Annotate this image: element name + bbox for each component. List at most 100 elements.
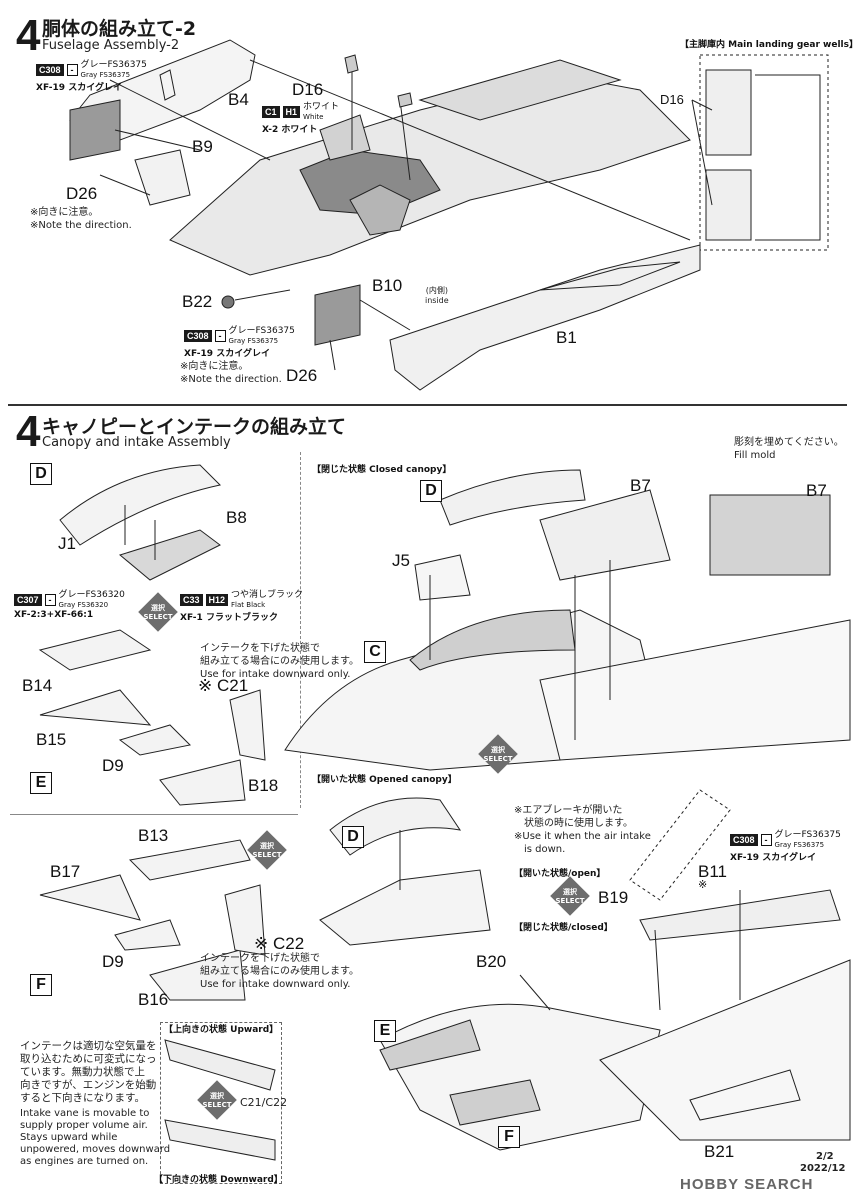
part-label-b13: B13 xyxy=(138,826,169,845)
step-title-en: Fuselage Assembly-2 xyxy=(42,38,180,53)
frame-vane xyxy=(160,1022,282,1184)
part-label-j1: J1 xyxy=(58,534,76,553)
vane-en-line: Intake vane is movable to xyxy=(20,1108,150,1119)
step2-title-en: Canopy and intake Assembly xyxy=(42,435,231,450)
vane-en-line: as engines are turned on. xyxy=(20,1156,149,1167)
select-en: SELECT xyxy=(555,897,585,905)
paint-name: つや消しブラック xyxy=(231,590,304,600)
paint-code: C1 xyxy=(262,106,280,118)
part-label-b20: B20 xyxy=(476,952,507,971)
part-label-d26-lower: D26 xyxy=(286,366,318,385)
upward-label: 【上向きの状態 Upward】 xyxy=(164,1025,279,1035)
vane-jp-line: インテークは適切な空気量を xyxy=(20,1040,157,1052)
part-label-b11-mark: ※ xyxy=(698,879,708,891)
paint-code: C33 xyxy=(180,594,203,606)
part-tree-f: F xyxy=(30,974,52,996)
part-tree-e: E xyxy=(30,772,52,794)
paint-code: C308 xyxy=(184,330,212,342)
paint-name: グレーFS36320 xyxy=(58,590,125,600)
paint-name-en: White xyxy=(303,113,324,121)
part-label-b7: B7 xyxy=(630,476,651,495)
paint-tag: - xyxy=(214,330,226,342)
date: 2022/12 xyxy=(800,1163,846,1174)
select-jp: 選択 xyxy=(563,888,577,896)
inside-en: inside xyxy=(425,296,449,305)
airbrake-en-2: is down. xyxy=(514,844,566,855)
watermark: HOBBY SEARCH xyxy=(680,1176,814,1193)
open-state-label: 【開いた状態/open】 xyxy=(514,869,606,879)
opened-canopy-label: 【開いた状態 Opened canopy】 xyxy=(312,775,457,785)
airbrake-jp-2: 状態の時に使用します。 xyxy=(514,818,633,829)
part-label-b22: B22 xyxy=(182,292,213,311)
paint-sub: XF-1 フラットブラック xyxy=(180,613,278,623)
part-label-b11: B11 xyxy=(698,862,727,881)
inside-note: (内側) inside xyxy=(425,286,449,306)
part-label-b4: B4 xyxy=(228,90,249,109)
part-label-b1: B1 xyxy=(556,328,577,347)
part-label-b14: B14 xyxy=(22,676,53,695)
part-label-b7-inset: B7 xyxy=(806,481,827,500)
intake-note-c22: インテークを下げた状態で 組み立てる場合にのみ使用します。 Use for in… xyxy=(200,952,359,991)
vane-note-jp: インテークは適切な空気量を 取り込むために可変式になっ ています。無動力状態で上… xyxy=(20,1040,157,1105)
paint-name: グレーFS36375 xyxy=(80,60,147,70)
note-jp-2: 組み立てる場合にのみ使用します。 xyxy=(200,966,359,977)
part-label-j5: J5 xyxy=(392,551,410,570)
divider-ef xyxy=(10,814,298,815)
part-label-b16: B16 xyxy=(138,990,169,1009)
vane-jp-line: ています。無動力状態で上 xyxy=(20,1066,145,1078)
part-tree-e-main: E xyxy=(374,1020,396,1042)
part-tree-f-main: F xyxy=(498,1126,520,1148)
paint-name-en: Flat Black xyxy=(231,601,266,609)
paint-code: C308 xyxy=(36,64,64,76)
airbrake-jp-1: ※エアブレーキが開いた xyxy=(514,805,623,816)
step2-title-jp: キャノピーとインテークの組み立て xyxy=(42,416,347,438)
select-en: SELECT xyxy=(252,851,282,859)
paint-name-en: Gray FS36320 xyxy=(58,601,109,609)
frame-option-e xyxy=(10,452,301,808)
paint-tag: - xyxy=(760,834,772,846)
paint-sub: X-2 ホワイト xyxy=(262,125,318,135)
select-jp: 選択 xyxy=(151,604,165,612)
page-number: 2/2 xyxy=(816,1151,834,1162)
part-label-d9-f: D9 xyxy=(102,952,124,971)
inside-jp: (内側) xyxy=(425,286,448,295)
direction-note-lower: ※向きに注意。 ※Note the direction. xyxy=(180,360,282,386)
vane-note-en: Intake vane is movable to supply proper … xyxy=(20,1108,170,1168)
paint-name-en: Gray FS36375 xyxy=(774,841,825,849)
airbrake-note: ※エアブレーキが開いた 状態の時に使用します。 ※Use it when the… xyxy=(514,804,651,856)
part-label-b10: B10 xyxy=(372,276,403,295)
paint-sub: XF-19 スカイグレイ xyxy=(730,853,817,863)
vane-en-line: unpowered, moves downward xyxy=(20,1144,171,1155)
step-title-jp: 胴体の組み立て-2 xyxy=(42,18,197,40)
part-tree-d-opened: D xyxy=(342,826,364,848)
select-jp: 選択 xyxy=(491,746,505,754)
paint-code: C307 xyxy=(14,594,42,606)
paint-name-en: Gray FS36375 xyxy=(80,71,131,79)
select-en: SELECT xyxy=(143,613,173,621)
part-label-c21: ※ C21 xyxy=(198,676,249,695)
paint-tag: - xyxy=(66,64,78,76)
part-tree-d: D xyxy=(30,463,52,485)
part-label-d16: D16 xyxy=(292,80,324,99)
vane-jp-line: 取り込むために可変式になっ xyxy=(20,1053,157,1065)
vane-jp-line: すると下向きになります。 xyxy=(20,1092,145,1104)
note-en: Use for intake downward only. xyxy=(200,669,351,680)
part-label-b8: B8 xyxy=(226,508,247,527)
part-label-b15: B15 xyxy=(36,730,67,749)
part-label-b9: B9 xyxy=(192,137,213,156)
part-label-b17: B17 xyxy=(50,862,81,881)
note-jp-1: インテークを下げた状態で xyxy=(200,953,320,964)
note-jp-2: 組み立てる場合にのみ使用します。 xyxy=(200,656,359,667)
paint-name: グレーFS36375 xyxy=(228,326,295,336)
paint-tag: - xyxy=(44,594,56,606)
note-jp-1: インテークを下げた状態で xyxy=(200,643,320,654)
airbrake-en-1: ※Use it when the air intake xyxy=(514,831,651,842)
section-divider xyxy=(8,404,847,406)
paint-sub: XF-2:3+XF-66:1 xyxy=(14,610,94,620)
paint-sub: XF-19 スカイグレイ xyxy=(184,349,271,359)
note-en: ※Note the direction. xyxy=(30,220,132,231)
select-en: SELECT xyxy=(483,755,513,763)
intake-note-c21: インテークを下げた状態で 組み立てる場合にのみ使用します。 Use for in… xyxy=(200,642,359,681)
